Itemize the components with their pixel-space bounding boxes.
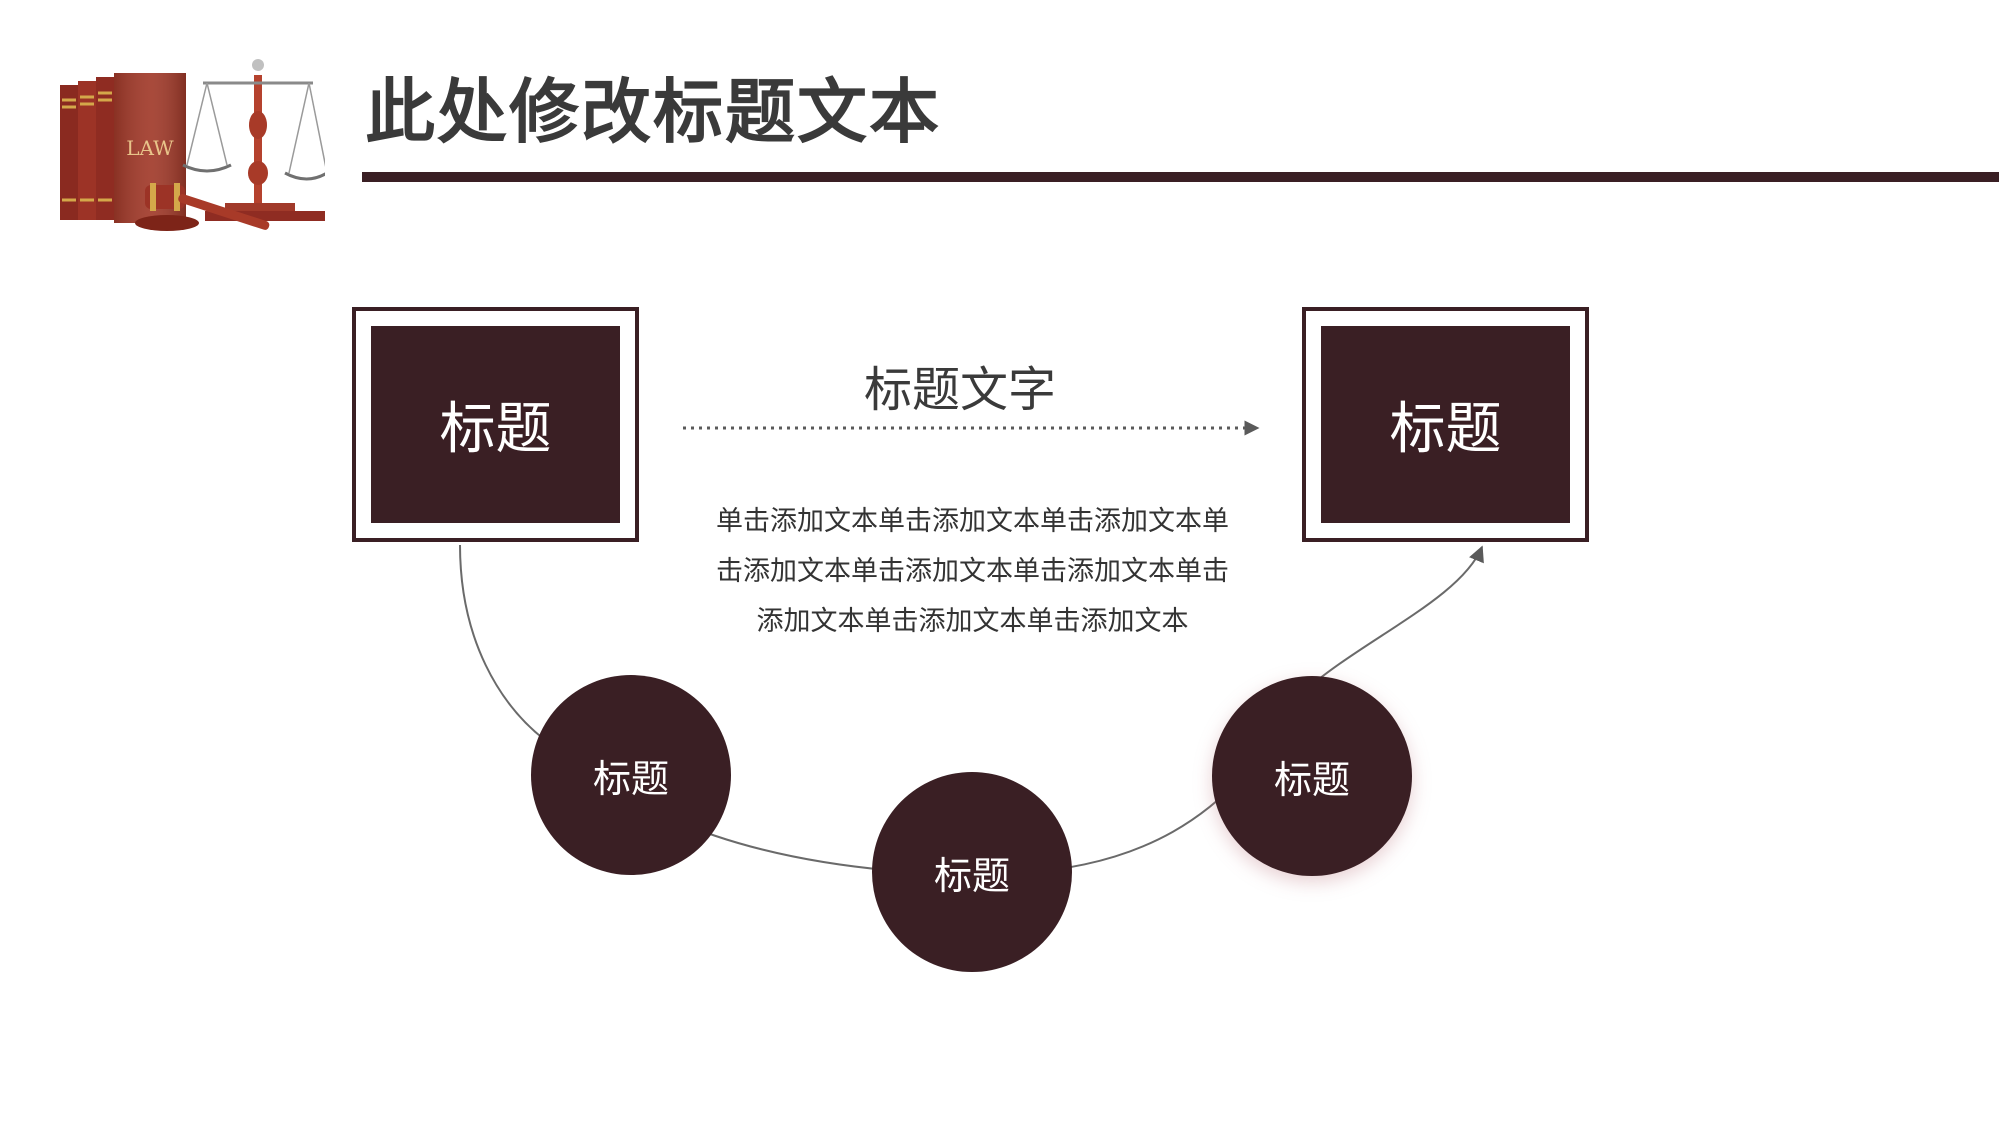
page-title: 此处修改标题文本 xyxy=(365,71,941,153)
center-heading: 标题文字 xyxy=(863,362,1056,418)
law-illustration: LAW xyxy=(60,59,325,231)
right-title-box: 标题 xyxy=(1302,307,1589,542)
step-circle-3: 标题 xyxy=(1212,676,1412,876)
left-title-box: 标题 xyxy=(352,307,639,542)
title-divider xyxy=(362,172,1999,182)
body-line: 单击添加文本单击添加文本单击添加文本单 xyxy=(716,506,1229,537)
body-line: 击添加文本单击添加文本单击添加文本单击 xyxy=(716,556,1229,587)
left-box-label: 标题 xyxy=(371,326,620,523)
step-circle-2: 标题 xyxy=(872,772,1072,972)
step-circle-1: 标题 xyxy=(531,675,731,875)
body-line: 添加文本单击添加文本单击添加文本 xyxy=(756,606,1189,637)
gavel-icon xyxy=(135,183,270,231)
body-text: 单击添加文本单击添加文本单击添加文本单 击添加文本单击添加文本单击添加文本单击 … xyxy=(700,497,1245,647)
scales-of-justice-icon xyxy=(182,59,325,221)
logo-caption: LAW xyxy=(126,136,174,160)
right-box-label: 标题 xyxy=(1321,326,1570,523)
